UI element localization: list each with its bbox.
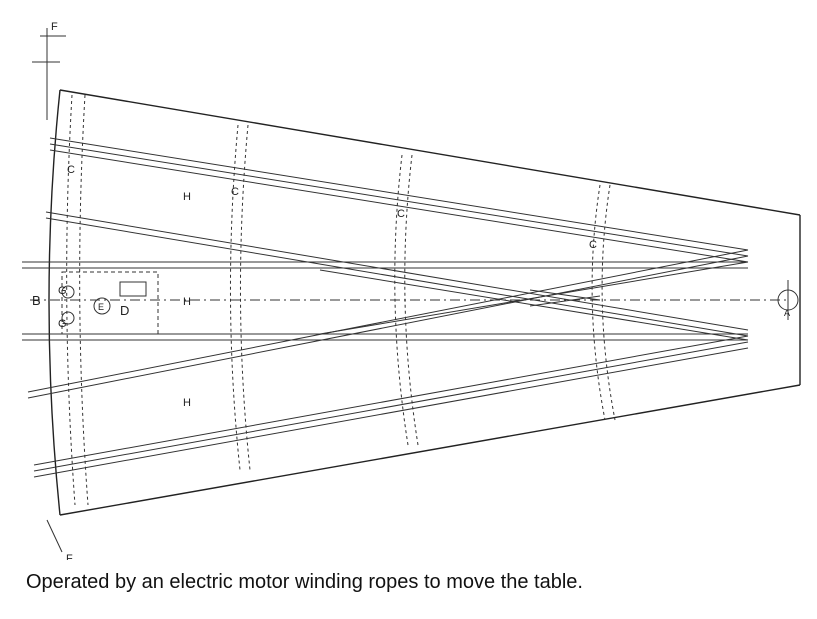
label-c1: C bbox=[67, 164, 75, 176]
motor-box bbox=[61, 271, 159, 335]
pivot-a-icon bbox=[777, 280, 799, 320]
caption: Operated by an electric motor winding ro… bbox=[26, 571, 583, 593]
label-b: B bbox=[32, 293, 41, 308]
label-c4: C bbox=[589, 239, 597, 251]
label-c3: C bbox=[397, 208, 405, 220]
label-d: D bbox=[120, 303, 129, 318]
label-h-top: H bbox=[183, 191, 191, 203]
traverser-table-diagram: F F B G G E D A C C C C H H H bbox=[22, 21, 801, 560]
label-a: A bbox=[784, 308, 790, 318]
rails bbox=[22, 137, 749, 478]
label-c2: C bbox=[231, 186, 239, 198]
label-h-bottom: H bbox=[183, 397, 191, 409]
label-h-mid: H bbox=[183, 296, 191, 308]
label-g-upper: G bbox=[58, 285, 67, 297]
label-f-bottom: F bbox=[66, 553, 73, 560]
table-outline bbox=[48, 89, 801, 516]
label-f-top: F bbox=[51, 21, 58, 33]
label-g-lower: G bbox=[58, 318, 67, 330]
axis-f-line bbox=[32, 28, 66, 553]
cross-girders bbox=[66, 94, 616, 506]
label-e: E bbox=[98, 302, 104, 312]
